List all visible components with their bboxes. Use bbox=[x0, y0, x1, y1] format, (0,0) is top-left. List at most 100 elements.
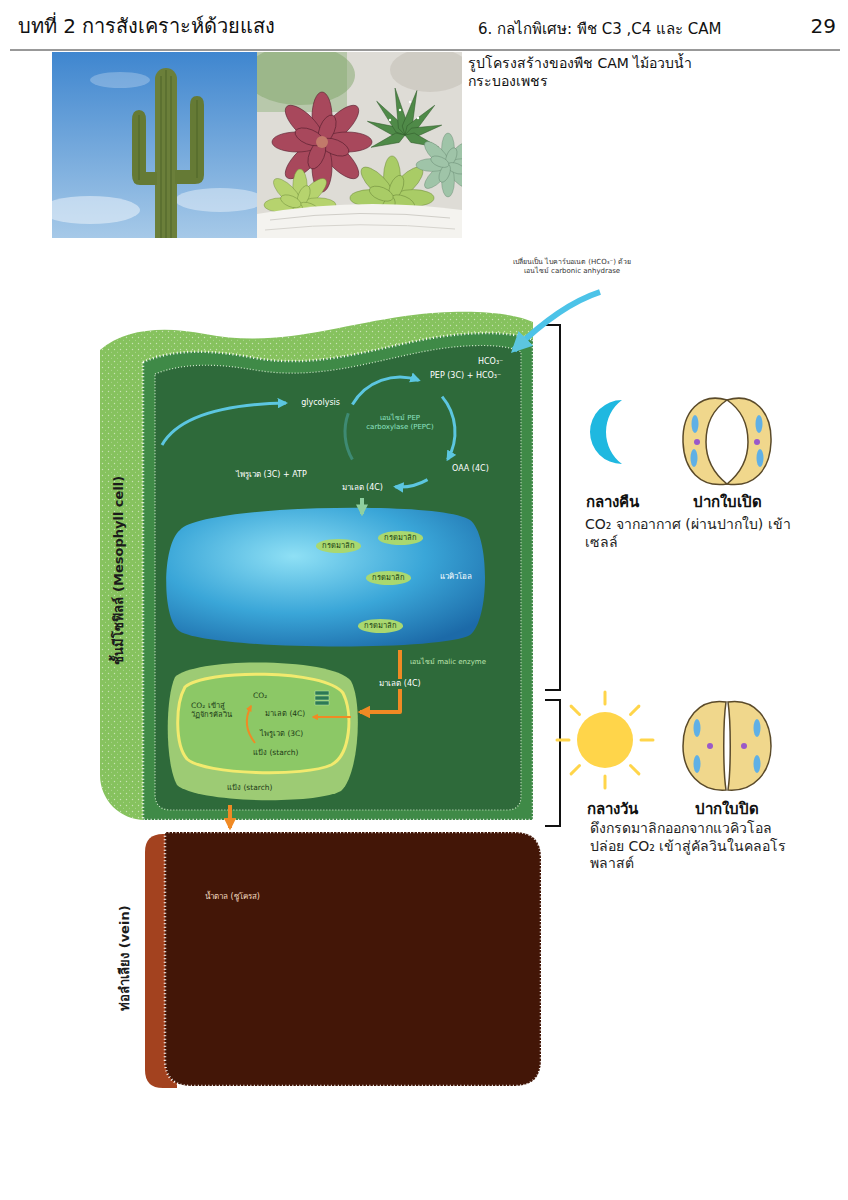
enzyme-label: เอนไซม์ malic enzyme bbox=[410, 658, 486, 667]
cactus-photo bbox=[161, 76, 162, 238]
enzyme-label: เอนไซม์ PEP carboxylase (PEPC) bbox=[358, 414, 442, 432]
chloroplast: CO₂ มาเลต (4C) CO₂ เข้าสู่ วัฏจักรคัลวินไพ… bbox=[165, 655, 360, 805]
malic-acid-oval: กรดมาลิก bbox=[316, 539, 361, 552]
sun-icon bbox=[557, 692, 653, 788]
malate-arrow bbox=[313, 716, 351, 718]
cactus-photo bbox=[175, 96, 204, 184]
moon-icon bbox=[590, 400, 622, 464]
succulent-photo bbox=[389, 119, 391, 121]
starch-label: แป้ง (starch) bbox=[253, 748, 298, 757]
closed-stoma-icon bbox=[754, 755, 761, 773]
calvin-cycle-label: CO₂ เข้าสู่ วัฏจักรคัลวิน bbox=[191, 701, 243, 720]
time-bracket bbox=[545, 325, 560, 826]
metabolite-label: OAA (4C) bbox=[452, 464, 489, 474]
succulent-photo bbox=[265, 225, 455, 230]
time-label: กลางคืน bbox=[586, 493, 639, 512]
cactus-photo bbox=[52, 52, 257, 238]
note-text: CO₂ จากอากาศ (ผ่านปากใบ) เข้าเซลล์ bbox=[585, 516, 800, 551]
sun-icon bbox=[631, 706, 639, 714]
granum bbox=[315, 701, 329, 705]
succulent-photo bbox=[272, 92, 372, 192]
cactus-photo bbox=[175, 188, 257, 212]
open-stoma-icon bbox=[683, 398, 771, 484]
succulent-photo bbox=[417, 117, 419, 119]
time-label: กลางวัน bbox=[587, 800, 638, 819]
sun-icon bbox=[631, 766, 639, 774]
granum bbox=[315, 691, 329, 695]
stoma-label: ปากใบปิด bbox=[695, 800, 759, 819]
mesophyll-cell-shape bbox=[100, 312, 533, 820]
stoma-label: ปากใบเปิด bbox=[693, 493, 762, 512]
succulent-photo bbox=[390, 52, 462, 92]
chapter-heading: บทที่ 2 การสังเคราะห์ด้วยแสง bbox=[18, 14, 275, 39]
sun-icon bbox=[641, 739, 653, 742]
vein-outline bbox=[105, 828, 545, 1090]
figure-caption: รูปโครงสร้างของพืช CAM ไม้อวบน้ำ กระบองเ… bbox=[468, 55, 718, 90]
malic-acid-oval: กรดมาลิก bbox=[366, 571, 411, 584]
header-rule bbox=[10, 50, 840, 51]
pyruvate-label: ไพรูเวต (3C) bbox=[260, 729, 303, 738]
cactus-photo bbox=[139, 115, 140, 180]
vacuole: แวคิวโอลกรดมาลิกกรดมาลิกกรดมาลิกกรดมาลิก bbox=[160, 500, 490, 650]
metabolite-label: มาเลต (4C) bbox=[342, 483, 383, 493]
chloroplast-shape bbox=[168, 662, 358, 800]
open-stoma-icon bbox=[683, 398, 727, 484]
open-stoma-icon bbox=[754, 439, 760, 445]
malic-acid-oval: กรดมาลิก bbox=[358, 619, 403, 632]
open-stoma-icon bbox=[694, 439, 700, 445]
calvin-arrow bbox=[247, 706, 255, 743]
page-number: 29 bbox=[811, 14, 836, 39]
cactus-photo bbox=[132, 110, 157, 185]
closed-stoma-icon bbox=[694, 755, 701, 773]
mesophyll-cell-shape bbox=[155, 345, 521, 810]
open-stoma-icon bbox=[691, 449, 698, 467]
cactus-photo bbox=[90, 72, 150, 88]
arrow-note: เปลี่ยนเป็น ไบคาร์บอเนต (HCO₃⁻) ด้วยเอนไ… bbox=[502, 258, 642, 276]
sun-icon bbox=[577, 712, 633, 768]
vacuole-label: แวคิวโอล bbox=[440, 572, 472, 582]
co2-label: CO₂ bbox=[253, 691, 267, 700]
cactus-photo bbox=[155, 68, 177, 238]
metabolite-label: ไพรูเวต (3C) + ATP bbox=[236, 470, 307, 480]
succulent-photo bbox=[257, 52, 462, 238]
succulent-photo bbox=[399, 109, 401, 111]
section-heading: 6. กลไกพิเศษ: พืช C3 ,C4 และ CAM bbox=[478, 20, 721, 39]
cactus-photo bbox=[171, 76, 172, 238]
closed-stoma-icon bbox=[754, 719, 761, 737]
cell-layer-label: ชั้นมีโซฟิลล์ (Mesophyll cell) bbox=[111, 476, 127, 665]
time-bracket bbox=[545, 325, 560, 690]
malate-label: มาเลต (4C) bbox=[265, 709, 305, 718]
sun-icon bbox=[571, 766, 579, 774]
starch-label: แป้ง (starch) bbox=[227, 783, 272, 792]
cactus-photo bbox=[52, 196, 140, 224]
mesophyll-cell-shape bbox=[143, 333, 533, 820]
sun-icon bbox=[604, 692, 607, 704]
granum bbox=[315, 696, 329, 700]
closed-stoma-icon bbox=[683, 702, 726, 791]
closed-stoma-icon bbox=[728, 702, 771, 791]
succulent-photo bbox=[416, 133, 462, 197]
vacuole-shape bbox=[166, 508, 485, 647]
vein: ท่อลำเลียง (vein)น้ำตาล (ซูโครส) bbox=[105, 828, 545, 1090]
sun-icon bbox=[571, 706, 579, 714]
malic-acid-oval: กรดมาลิก bbox=[378, 531, 423, 544]
time-bracket bbox=[545, 700, 560, 826]
open-stoma-icon bbox=[692, 415, 699, 433]
cactus-photo bbox=[166, 70, 167, 238]
vein-shape bbox=[165, 832, 541, 1086]
open-stoma-icon bbox=[756, 415, 763, 433]
metabolite-label: HCO₃⁻ bbox=[478, 357, 503, 367]
note-text: ดึงกรดมาลิกออกจากแวคิวโอล ปล่อย CO₂ เข้า… bbox=[590, 820, 800, 873]
sun-icon bbox=[557, 692, 653, 788]
malic-acid-label: กรดมาลิก bbox=[372, 573, 405, 582]
closed-stoma-icon bbox=[741, 743, 747, 749]
malic-acid-label: กรดมาลิก bbox=[322, 541, 355, 550]
open-stoma-icon bbox=[727, 398, 771, 484]
cactus-photo bbox=[197, 100, 198, 178]
succulent-photo bbox=[409, 101, 411, 103]
closed-stoma-icon bbox=[694, 719, 701, 737]
sun-icon bbox=[604, 776, 607, 788]
vein-label: ท่อลำเลียง (vein) bbox=[117, 905, 133, 1010]
